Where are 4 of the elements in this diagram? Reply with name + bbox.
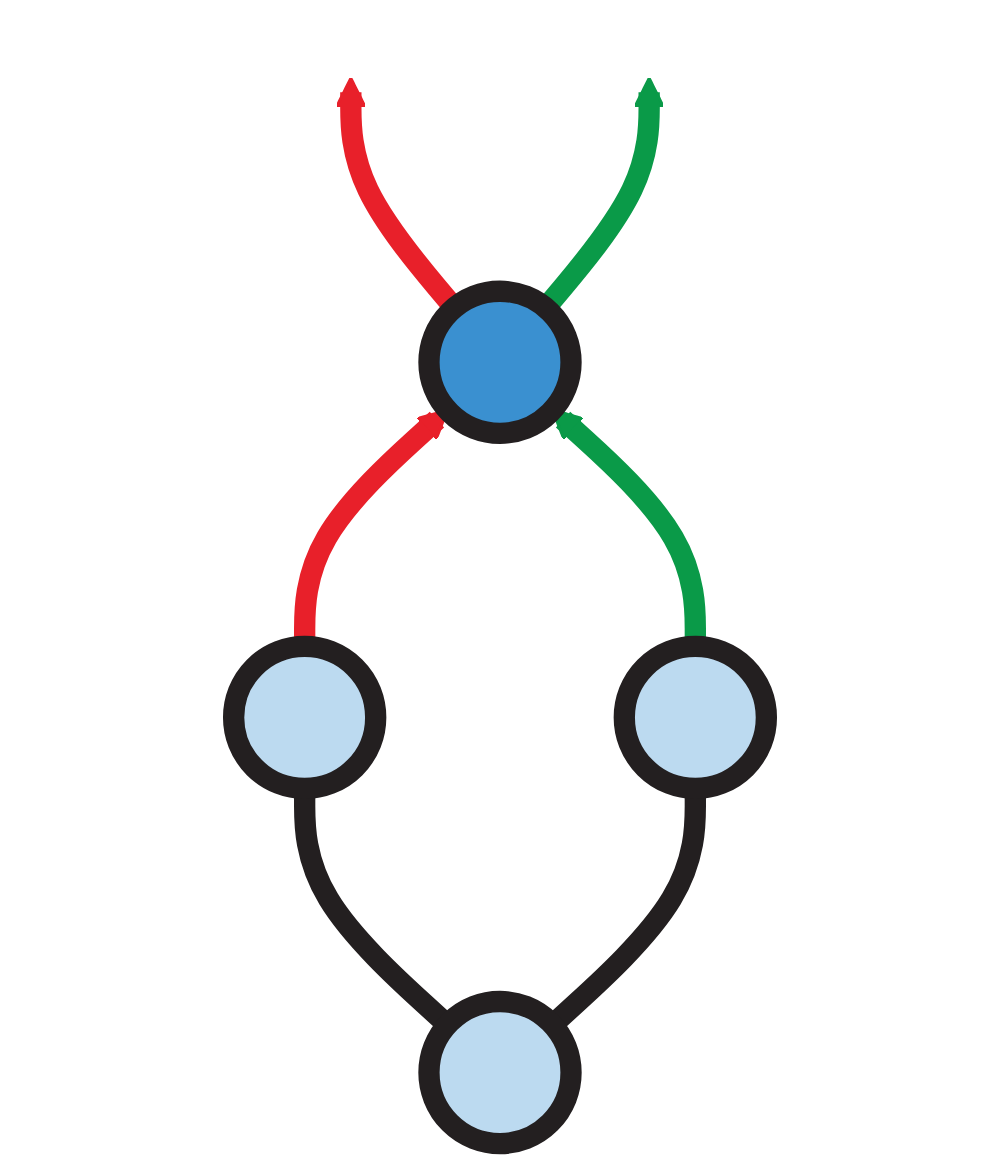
circle-node	[223, 635, 387, 800]
circle-node	[418, 990, 582, 1155]
circle-node	[613, 635, 777, 800]
circle-node	[418, 280, 582, 444]
